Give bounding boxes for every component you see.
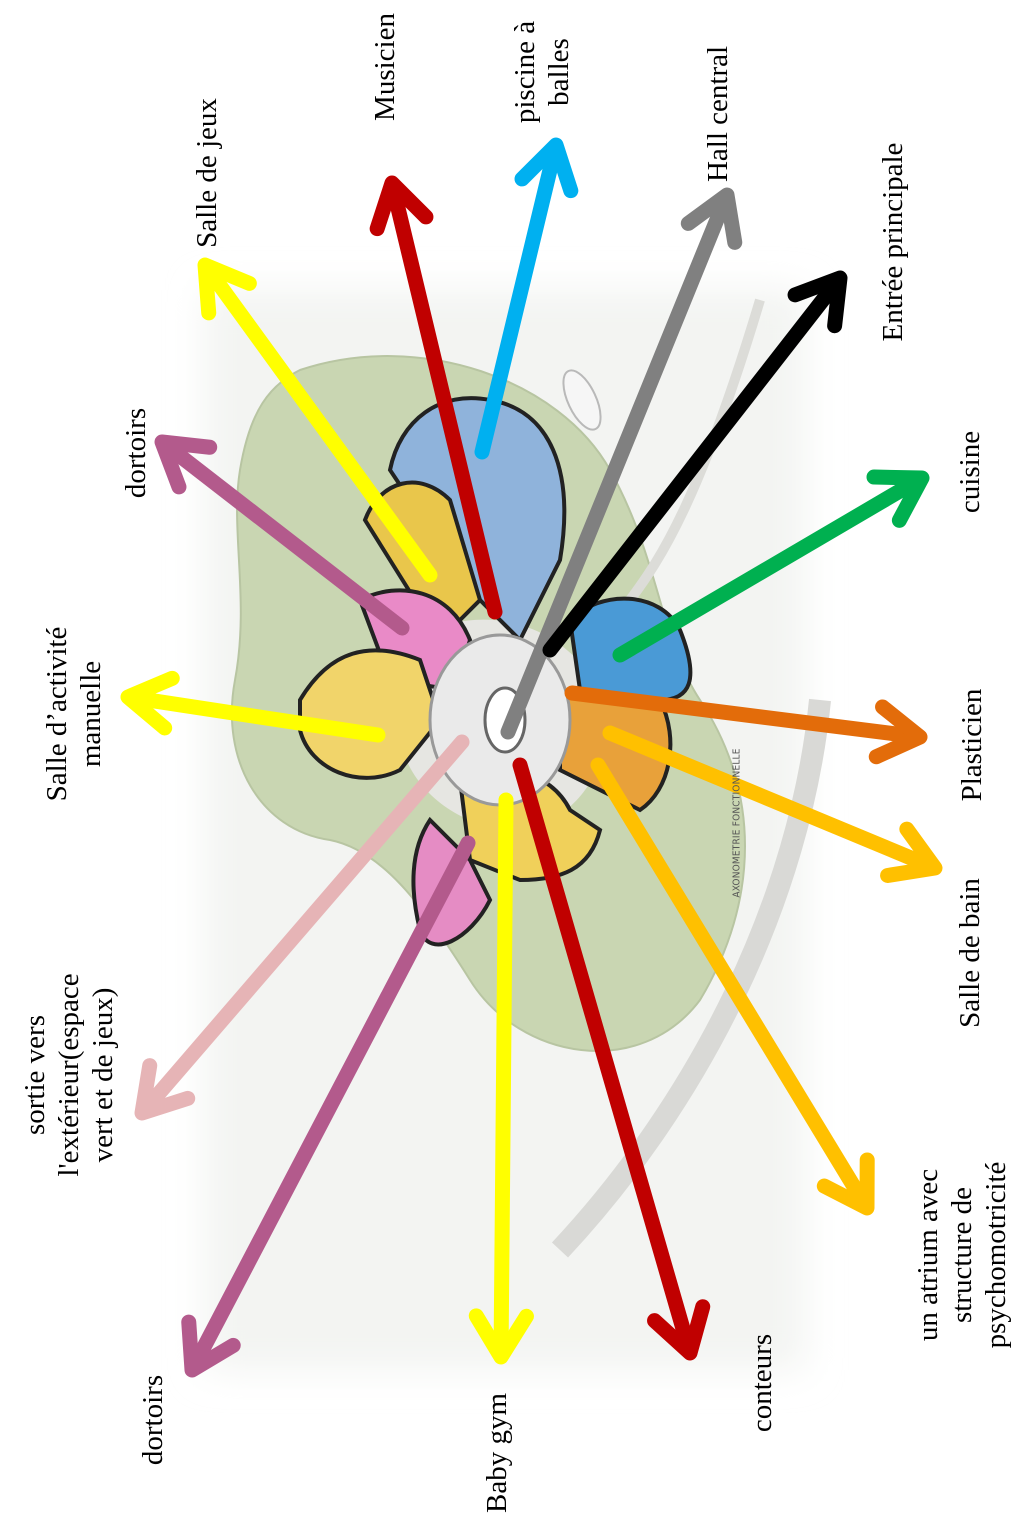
label-line: dortoirs <box>120 407 152 499</box>
label-line: vert et de jeux) <box>87 987 119 1163</box>
arrow-entree-principale-icon <box>542 270 848 658</box>
label-line: Hall central <box>702 45 734 183</box>
arrow-cuisine-icon <box>612 469 930 663</box>
arrows-layer <box>120 137 943 1378</box>
arrow-conteurs-icon <box>512 757 711 1361</box>
label-salle-de-jeux: Salle de jeux <box>190 98 224 248</box>
arrow-salle-activite-icon <box>120 670 386 743</box>
label-line: cuisine <box>954 430 986 514</box>
arrow-dortoirs-bottom-icon <box>181 835 476 1378</box>
label-line: psychomotricité <box>980 1161 1012 1349</box>
arrow-musicien-icon <box>369 175 503 620</box>
label-line: Salle de bain <box>954 878 986 1028</box>
arrow-salle-de-bain-icon <box>602 725 943 883</box>
label-plasticien: Plasticien <box>955 689 989 802</box>
label-line: structure de <box>946 1186 978 1324</box>
label-line: sortie vers <box>19 1015 51 1136</box>
arrow-dortoirs-top-icon <box>154 434 410 636</box>
car-icon <box>562 369 602 431</box>
arrow-plasticien-icon <box>564 685 928 765</box>
arrow-baby-gym-icon <box>468 792 534 1365</box>
label-line: Entrée principale <box>877 142 909 342</box>
label-hall-central: Hall central <box>701 46 735 182</box>
label-dortoirs-top: dortoirs <box>119 408 153 498</box>
label-line: un atrium avec <box>912 1168 944 1342</box>
label-dortoirs-bottom: dortoirs <box>136 1375 170 1465</box>
label-cuisine: cuisine <box>953 431 987 513</box>
arrow-hall-central-icon <box>500 187 743 740</box>
label-line: Musicien <box>369 13 401 121</box>
label-line: conteurs <box>746 1333 778 1433</box>
label-line: piscine à <box>509 20 541 124</box>
label-musicien: Musicien <box>368 13 402 121</box>
arrow-sortie-icon <box>134 734 470 1121</box>
label-line: l'extérieur(espace <box>53 973 85 1177</box>
plan-caption: AXONOMETRIE FONCTIONNELLE <box>731 748 743 898</box>
label-line: Baby gym <box>481 1392 513 1514</box>
label-line: manuelle <box>75 660 107 768</box>
label-line: balles <box>543 38 575 106</box>
arrow-salle-de-jeux-icon <box>197 257 438 583</box>
arrow-piscine-a-balles-icon <box>474 137 579 460</box>
label-entree-principale: Entrée principale <box>876 143 910 342</box>
label-conteurs: conteurs <box>745 1334 779 1432</box>
label-line: Plasticien <box>956 688 988 802</box>
arrow-atrium-icon <box>590 757 875 1216</box>
label-line: Salle de jeux <box>191 98 223 248</box>
label-baby-gym: Baby gym <box>480 1393 514 1513</box>
label-salle-de-bain: Salle de bain <box>953 878 987 1028</box>
label-line: Salle d’activité <box>41 626 73 802</box>
label-line: dortoirs <box>137 1374 169 1466</box>
building-plan-illustration <box>205 290 831 1370</box>
